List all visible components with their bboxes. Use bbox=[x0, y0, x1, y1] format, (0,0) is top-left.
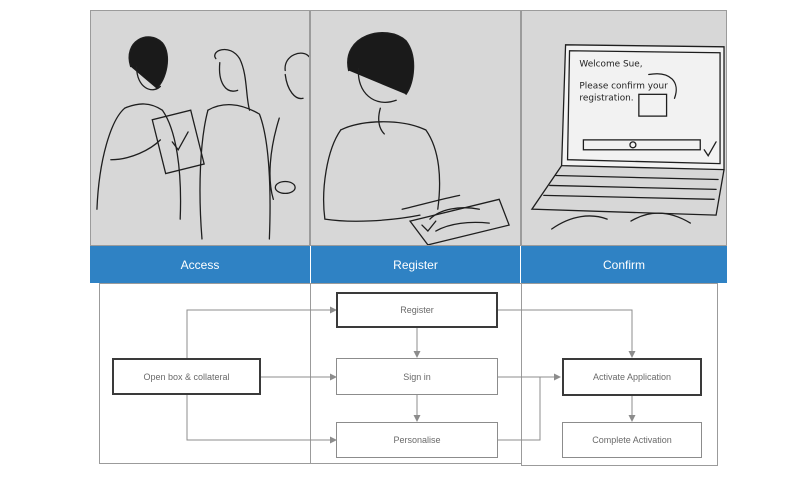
step-confirm: Confirm bbox=[521, 246, 727, 283]
confirm-illustration: Welcome Sue, Please confirm your registr… bbox=[521, 10, 727, 246]
step-register-label: Register bbox=[393, 257, 438, 272]
node-activate-application-label: Activate Application bbox=[592, 372, 672, 382]
register-sketch bbox=[323, 32, 510, 245]
node-personalise-label: Personalise bbox=[393, 435, 441, 445]
step-access: Access bbox=[90, 246, 310, 283]
node-open-box-label: Open box & collateral bbox=[143, 371, 230, 382]
node-sign-in: Sign in bbox=[336, 358, 498, 395]
access-illustration bbox=[90, 10, 310, 246]
node-register-label: Register bbox=[400, 305, 434, 315]
node-sign-in-label: Sign in bbox=[403, 371, 431, 382]
register-illustration bbox=[310, 10, 521, 246]
node-complete-activation-label: Complete Activation bbox=[592, 435, 672, 445]
laptop-prompt-line1: Please confirm your bbox=[579, 81, 668, 91]
step-confirm-label: Confirm bbox=[602, 257, 645, 272]
step-access-label: Access bbox=[180, 257, 220, 272]
access-sketch bbox=[96, 36, 309, 240]
step-register: Register bbox=[310, 246, 521, 283]
confirm-flow-column bbox=[521, 283, 718, 466]
laptop-prompt-line2: registration. bbox=[579, 93, 633, 103]
node-complete-activation: Complete Activation bbox=[562, 422, 702, 458]
node-activate-application: Activate Application bbox=[562, 358, 702, 396]
confirm-sketch: Welcome Sue, Please confirm your registr… bbox=[530, 44, 725, 230]
node-personalise: Personalise bbox=[336, 422, 498, 458]
laptop-greeting: Welcome Sue, bbox=[579, 60, 642, 70]
node-open-box: Open box & collateral bbox=[112, 358, 261, 395]
node-register: Register bbox=[336, 292, 498, 328]
